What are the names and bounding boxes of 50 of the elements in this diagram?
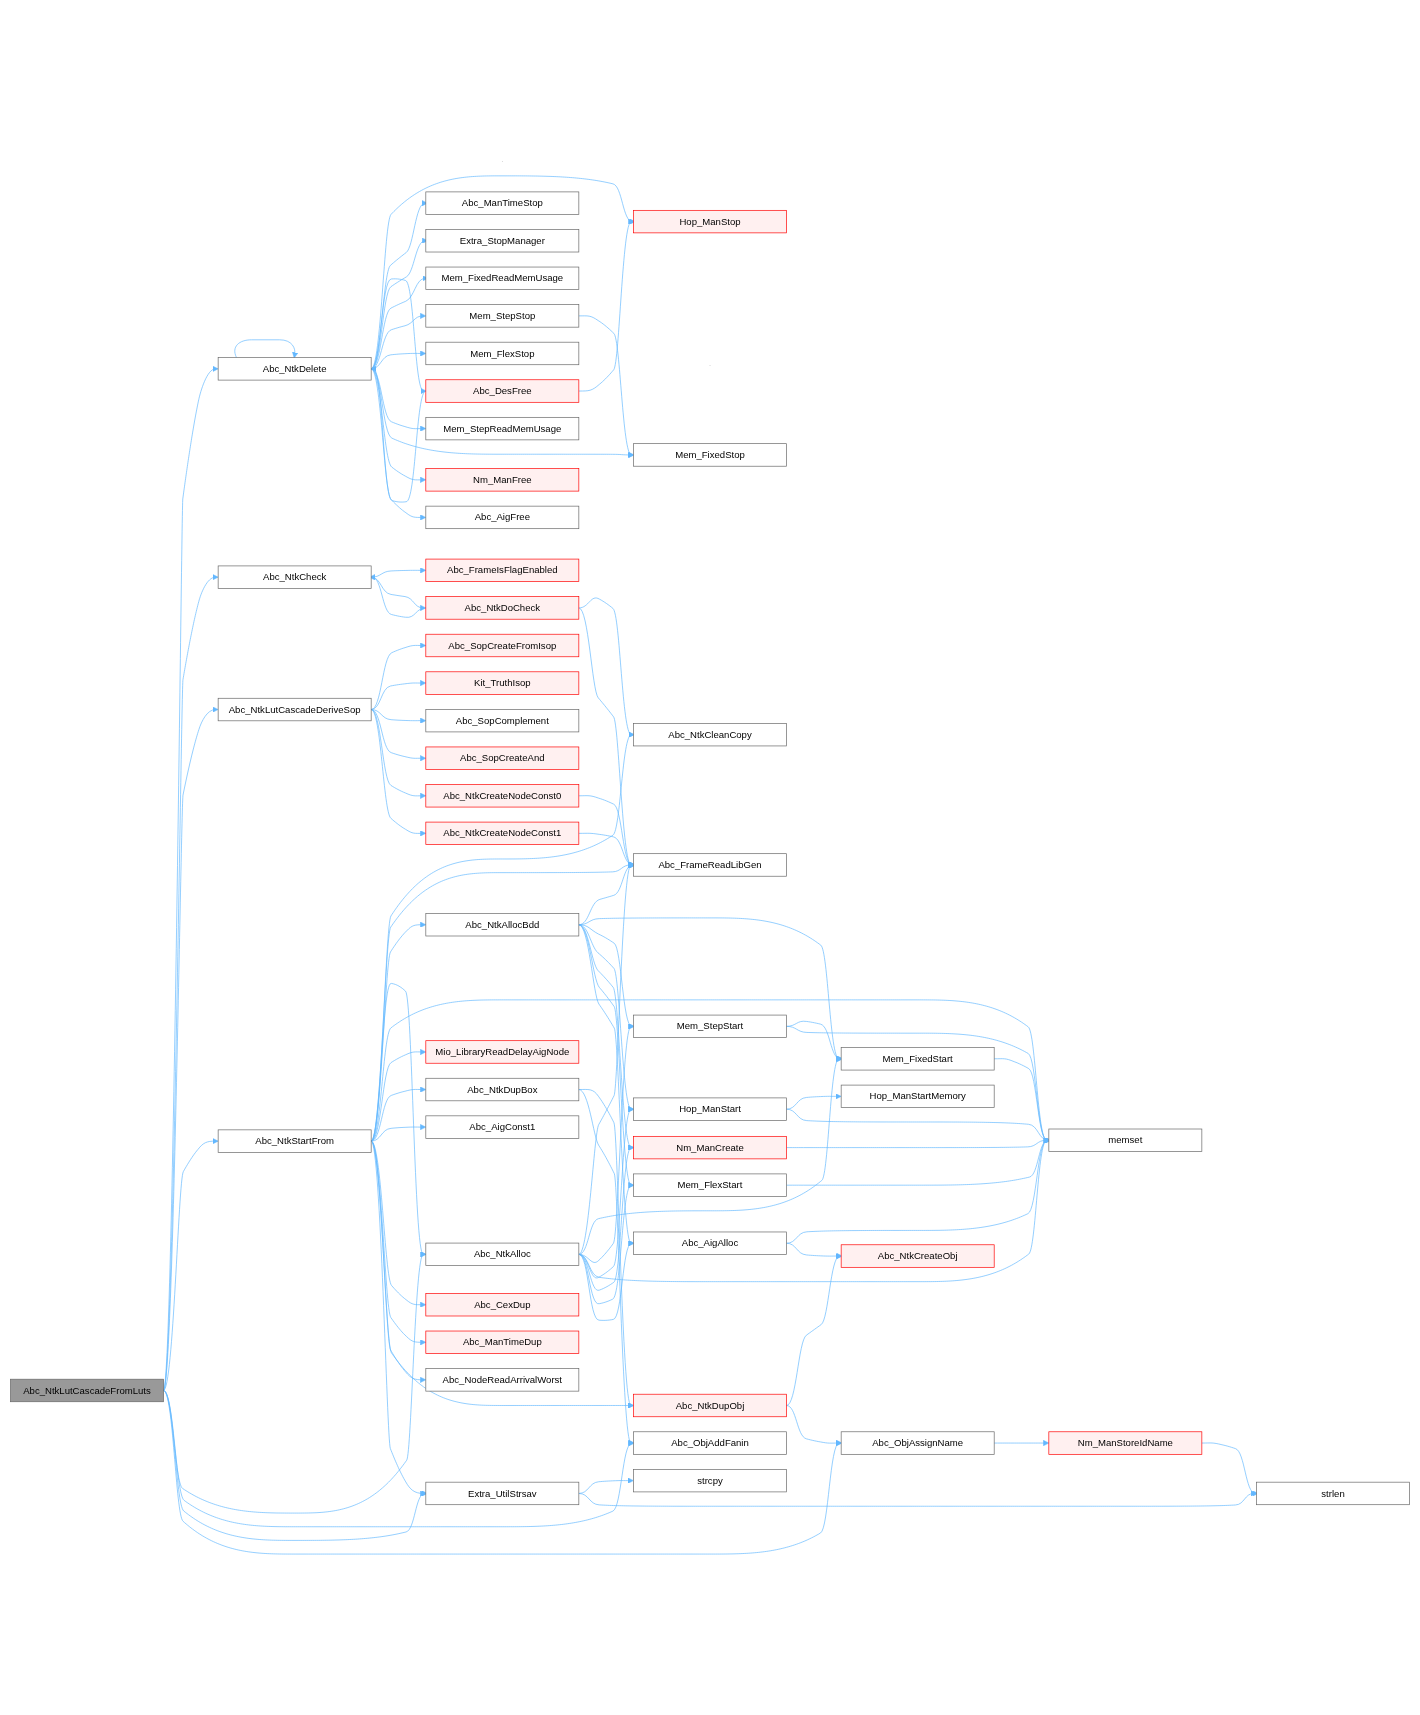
node-box: Mem_FlexStart [633,1173,787,1197]
node-box: Abc_ManTimeStop [425,191,580,215]
node-box: Abc_NtkAlloc [425,1242,580,1266]
node-box: Nm_ManFree [425,467,580,492]
node-box: Abc_CexDup [425,1292,580,1317]
node-box: Abc_NtkCreateObj [840,1244,995,1268]
node-box: Kit_TruthIsop [425,671,580,695]
node-box: Abc_AigFree [425,505,580,529]
node-box: Abc_NtkCheck [217,565,372,589]
node-box: Abc_NtkDupObj [633,1393,787,1417]
node-box: Abc_SopCreateAnd [425,746,580,770]
node-box: Mem_FixedReadMemUsage [425,266,580,290]
node-box: Abc_NodeReadArrivalWorst [425,1368,580,1392]
node-box: Abc_NtkLutCascadeDeriveSop [217,697,372,721]
node-box: Mem_StepReadMemUsage [425,416,580,440]
node-box: Abc_SopComplement [425,708,580,732]
node-box: Mio_LibraryReadDelayAigNode [425,1040,580,1064]
node-box: Mem_FixedStop [633,443,787,467]
node-box: strcpy [633,1468,787,1492]
node-box: Abc_DesFree [425,379,580,403]
node-box: Mem_StepStop [425,304,580,328]
node-box: Abc_SopCreateFromIsop [425,633,580,657]
node-box: Abc_AigAlloc [633,1231,787,1255]
node-box: Abc_FrameReadLibGen [633,853,787,877]
node-box: Abc_ObjAssignName [840,1431,995,1455]
node-box: Abc_NtkCreateNodeConst1 [425,821,580,845]
node-box: Abc_NtkDoCheck [425,596,580,620]
node-box: Nm_ManStoreIdName [1048,1431,1203,1455]
node-box: Hop_ManStartMemory [840,1084,995,1108]
node-box: Abc_ObjAddFanin [633,1431,787,1455]
node-box: strlen [1256,1481,1410,1505]
node-box: Abc_NtkDelete [217,356,372,381]
node-box: Abc_ManTimeDup [425,1330,580,1354]
node-box: Abc_NtkCleanCopy [633,722,787,746]
node-box: Mem_FixedStart [840,1046,995,1071]
node-box: Nm_ManCreate [633,1135,787,1159]
node-box: memset [1048,1128,1203,1152]
node-box: Abc_NtkDupBox [425,1077,580,1101]
node-box: Abc_NtkStartFrom [217,1129,372,1153]
node-box: Hop_ManStop [633,209,787,233]
node-box: Hop_ManStart [633,1097,787,1121]
node-box: Extra_UtilStrsav [425,1481,580,1505]
node-box: Abc_NtkLutCascadeFromLuts [10,1378,164,1402]
node-box: Abc_NtkCreateNodeConst0 [425,783,580,808]
node-box: Abc_AigConst1 [425,1115,580,1139]
node-box: Abc_NtkAllocBdd [425,912,580,937]
node-box: Extra_StopManager [425,228,580,253]
node-box: Mem_StepStart [633,1014,787,1038]
node-box: Mem_FlexStop [425,341,580,365]
node-box: Abc_FrameIsFlagEnabled [425,558,580,582]
